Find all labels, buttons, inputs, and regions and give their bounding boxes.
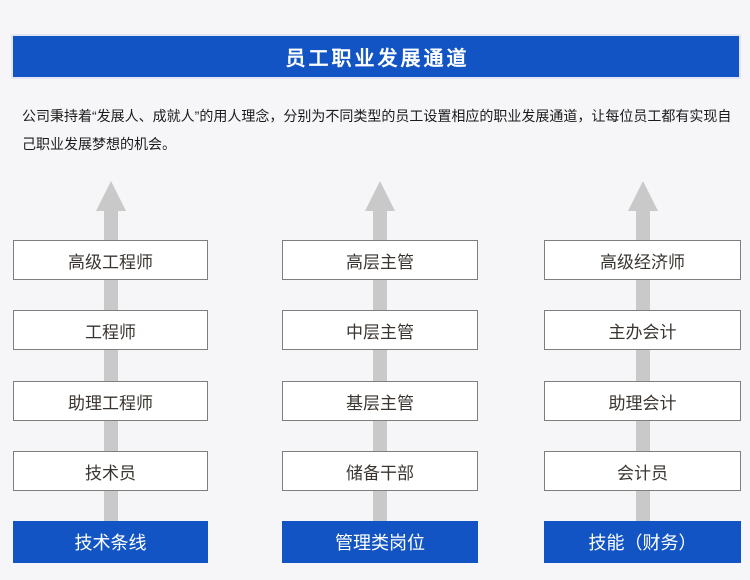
level-box: 会计员 xyxy=(544,451,741,491)
up-arrow-icon xyxy=(627,181,658,211)
level-box: 助理会计 xyxy=(544,381,741,421)
level-box: 工程师 xyxy=(13,310,208,350)
ladder-base: 技能（财务） xyxy=(544,521,741,563)
level-label: 储备干部 xyxy=(346,463,414,483)
up-arrow-icon xyxy=(95,181,126,211)
level-box: 中层主管 xyxy=(282,310,478,350)
level-label: 高级工程师 xyxy=(68,252,153,272)
level-box: 储备干部 xyxy=(282,451,478,491)
up-arrow-shaft xyxy=(373,208,387,521)
up-arrow-shaft xyxy=(635,208,650,521)
level-label: 中层主管 xyxy=(346,322,414,342)
ladder-base-label: 技能（财务） xyxy=(588,533,697,553)
up-arrow-shaft xyxy=(103,208,118,521)
ladder-technical: 高级工程师 工程师 助理工程师 技术员 技术条线 xyxy=(13,181,208,563)
level-label: 高层主管 xyxy=(346,252,414,272)
level-box: 技术员 xyxy=(13,451,208,491)
level-label: 助理会计 xyxy=(608,393,677,413)
level-box: 助理工程师 xyxy=(13,381,208,421)
level-label: 基层主管 xyxy=(346,393,414,413)
ladder-base-label: 技术条线 xyxy=(74,533,147,553)
ladder-base-label: 管理类岗位 xyxy=(335,533,425,553)
up-arrow-icon xyxy=(365,181,395,211)
level-box: 基层主管 xyxy=(282,381,478,421)
level-label: 主办会计 xyxy=(608,322,677,342)
intro-paragraph: 公司秉持着“发展人、成就人”的用人理念，分别为不同类型的员工设置相应的职业发展通… xyxy=(22,108,732,152)
level-label: 助理工程师 xyxy=(68,393,153,413)
level-box: 主办会计 xyxy=(544,310,741,350)
level-box: 高级经济师 xyxy=(544,240,741,280)
level-label: 工程师 xyxy=(85,322,136,342)
ladder-management: 高层主管 中层主管 基层主管 储备干部 管理类岗位 xyxy=(282,181,478,563)
level-box: 高级工程师 xyxy=(13,240,208,280)
level-label: 高级经济师 xyxy=(600,252,685,272)
level-label: 技术员 xyxy=(85,463,136,483)
page-title: 员工职业发展通道 xyxy=(285,48,470,70)
level-label: 会计员 xyxy=(617,463,668,483)
level-box: 高层主管 xyxy=(282,240,478,280)
page-title-bar: 员工职业发展通道 xyxy=(13,36,739,77)
ladder-base: 技术条线 xyxy=(13,521,208,563)
ladder-base: 管理类岗位 xyxy=(282,521,478,563)
ladder-skill-finance: 高级经济师 主办会计 助理会计 会计员 技能（财务） xyxy=(544,181,741,563)
